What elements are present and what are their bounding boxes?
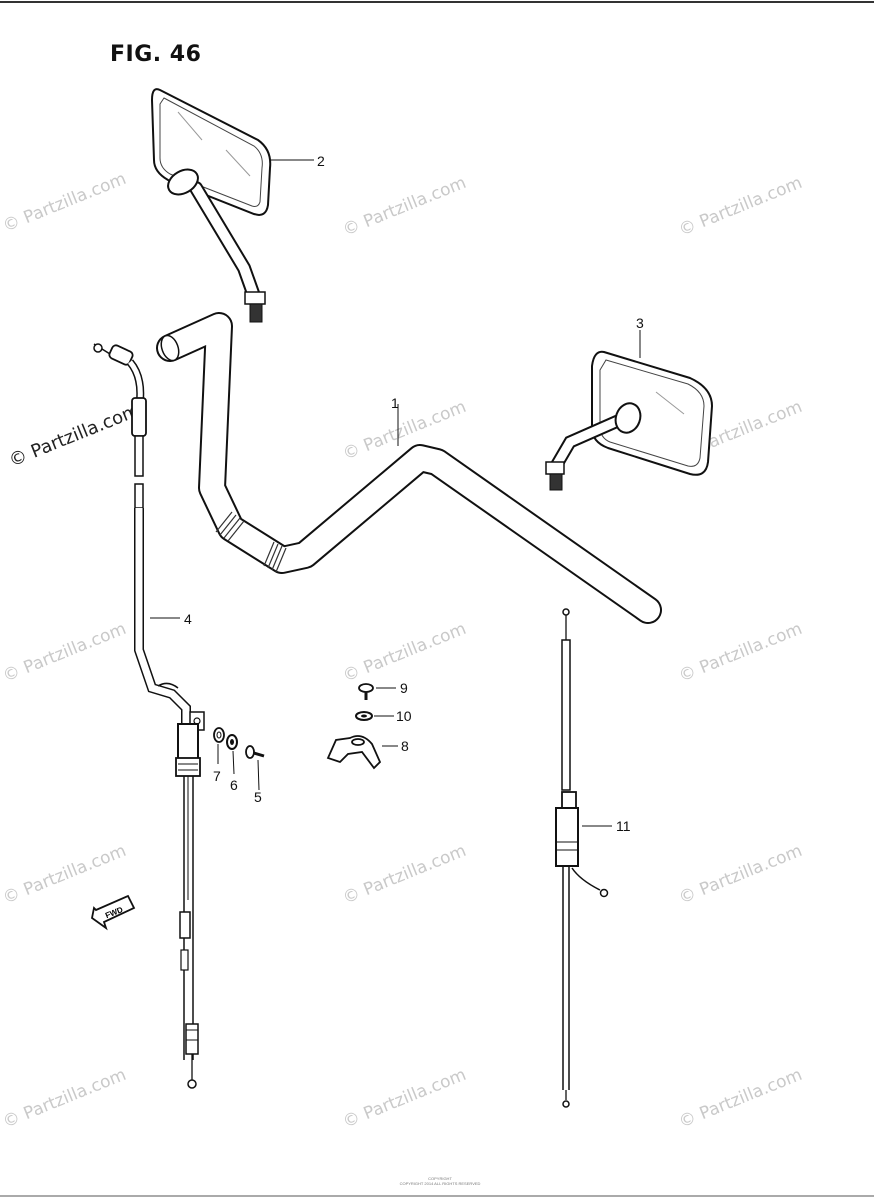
callout-7: 7 (213, 768, 221, 784)
callout-8: 8 (401, 738, 409, 754)
clamp-8 (326, 735, 398, 770)
washer-10 (355, 711, 394, 721)
callout-3: 3 (636, 315, 644, 331)
callout-10: 10 (396, 708, 412, 724)
footer-copyright: COPYRIGHT COPYRIGHT 2014 ALL RIGHTS RESE… (380, 1176, 500, 1186)
footer-line-1: COPYRIGHT (428, 1176, 452, 1181)
fwd-arrow-icon: FWD (91, 894, 136, 931)
footer-line-2: COPYRIGHT 2014 ALL RIGHTS RESERVED (399, 1181, 481, 1186)
choke-cable (555, 608, 612, 1108)
callout-labels: 1 2 3 4 5 6 7 8 9 10 11 (184, 153, 644, 834)
handlebar (156, 312, 662, 624)
callout-4: 4 (184, 611, 192, 627)
right-mirror (545, 350, 714, 491)
screw-9 (358, 683, 396, 700)
callout-6: 6 (230, 777, 238, 793)
callout-5: 5 (254, 789, 262, 805)
screw-5 (245, 745, 265, 791)
throttle-cable (93, 343, 205, 1089)
left-mirror (150, 88, 272, 323)
leader-lines (150, 159, 641, 619)
callout-2: 2 (317, 153, 325, 169)
figure-title: FIG. 46 (110, 42, 202, 67)
washer-6 (226, 734, 238, 775)
callout-9: 9 (400, 680, 408, 696)
callout-11: 11 (616, 818, 631, 834)
callout-1: 1 (391, 395, 399, 411)
washer-7 (213, 727, 225, 764)
